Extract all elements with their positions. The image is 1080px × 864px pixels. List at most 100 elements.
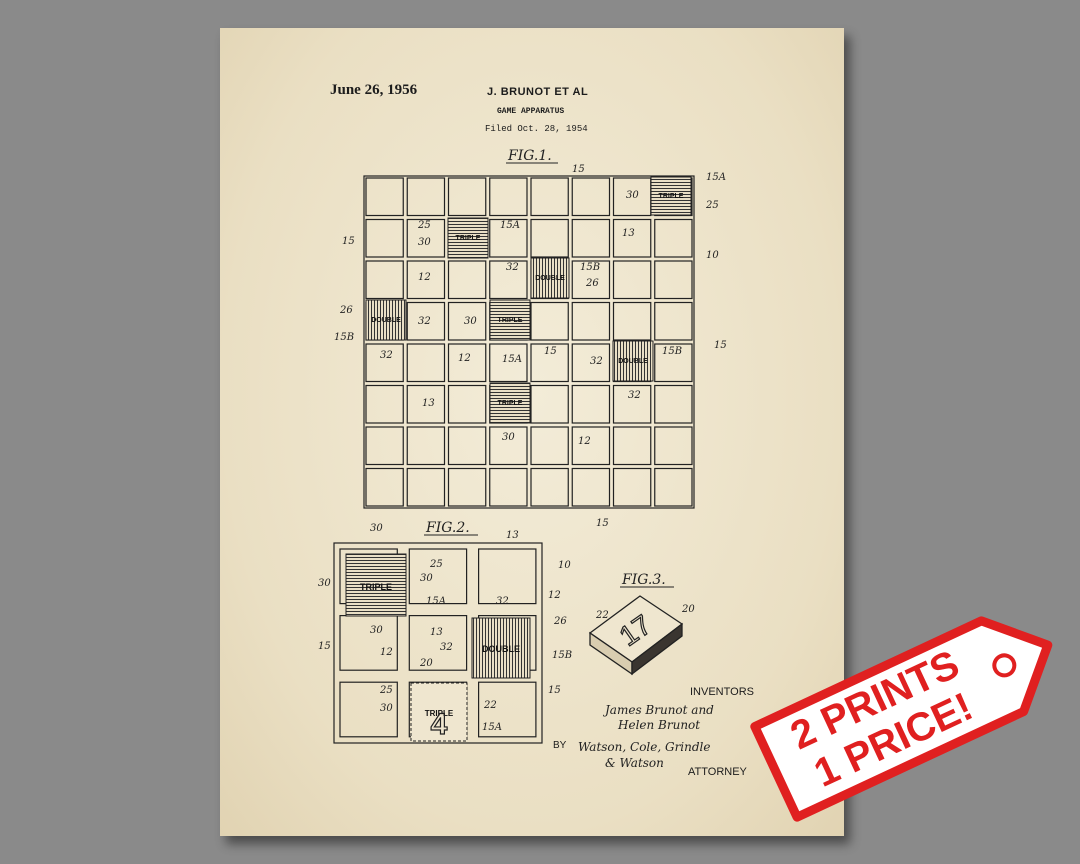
grid-cell xyxy=(447,301,487,341)
grid-cell xyxy=(530,384,569,424)
fig1-double-square-3 xyxy=(612,340,654,382)
ref-numeral: 32 xyxy=(590,356,603,367)
fig2-triple-square xyxy=(345,553,407,617)
grid-cell xyxy=(478,548,537,605)
grid-cell xyxy=(489,467,528,507)
ref-numeral: 30 xyxy=(370,523,383,534)
grid-cell xyxy=(447,260,487,300)
ref-numeral: 26 xyxy=(585,278,599,289)
ref-numeral: 32 xyxy=(506,262,519,273)
grid-cell xyxy=(365,260,404,300)
ref-numeral: 15 xyxy=(318,641,331,652)
ref-numeral: 30 xyxy=(318,578,331,589)
grid-cell xyxy=(489,260,528,300)
patent-title: GAME APPARATUS xyxy=(497,107,565,116)
ref-numeral: 15A xyxy=(482,722,502,733)
ref-numeral: 25 xyxy=(705,200,719,211)
grid-cell xyxy=(408,548,468,605)
grid-cell xyxy=(365,177,404,217)
ref-numeral: 15A xyxy=(502,354,522,365)
grid-cell xyxy=(530,177,569,217)
ref-numeral: 26 xyxy=(339,305,353,316)
grid-cell xyxy=(406,260,446,300)
ref-numeral: 26 xyxy=(553,616,567,627)
ref-numeral: 30 xyxy=(626,190,639,201)
grid-cell xyxy=(571,343,611,383)
grid-cell xyxy=(530,301,569,341)
fig2-tile xyxy=(410,682,468,742)
ref-numeral: 25 xyxy=(417,220,431,231)
ref-numeral: 32 xyxy=(418,316,431,327)
grid-cell xyxy=(571,218,611,258)
grid-cell xyxy=(406,218,446,258)
ref-numeral: 13 xyxy=(430,627,443,638)
fig1-sq-label-2: TRIPLE xyxy=(456,235,481,242)
grid-cell xyxy=(571,177,611,217)
patent-drawing: TRIPLE TRIPLE DOUBLE DOUBLE TRIPLE DOUBL… xyxy=(318,148,727,744)
fig1-triple-square-1 xyxy=(650,176,692,216)
grid-cell xyxy=(612,218,652,258)
ref-numeral: 15 xyxy=(342,236,355,247)
grid-cell xyxy=(654,260,693,300)
ref-numeral: 15A xyxy=(706,172,726,183)
ref-numeral: 13 xyxy=(622,228,635,239)
fig1-sq-label-1: TRIPLE xyxy=(659,193,684,200)
grid-cell xyxy=(571,467,611,507)
fig2-sq-label-2: DOUBLE xyxy=(482,644,520,654)
fig1-caption: FIG.1. xyxy=(507,148,552,164)
grid-cell xyxy=(654,384,693,424)
ref-numeral: 12 xyxy=(578,436,591,447)
ref-numeral: 22 xyxy=(595,610,609,621)
fig3-caption: FIG.3. xyxy=(621,572,666,588)
grid-cell xyxy=(406,343,446,383)
inventor-signature-2: Helen Brunot xyxy=(618,718,701,732)
patent-print: June 26, 1956 J. BRUNOT ET AL GAME APPAR… xyxy=(220,28,844,836)
fig2-sq-label-3: TRIPLE xyxy=(425,709,454,718)
grid-cell xyxy=(365,384,404,424)
ref-numeral: 12 xyxy=(548,590,561,601)
promo-tag-shape xyxy=(750,616,1053,822)
ref-numeral: 15B xyxy=(580,262,600,273)
grid-cell xyxy=(447,426,487,466)
grid-cell xyxy=(612,384,652,424)
ref-numeral: 15B xyxy=(552,650,572,661)
grid-cell xyxy=(489,218,528,258)
fig1-double-square-1 xyxy=(530,257,570,299)
ref-numeral: 30 xyxy=(418,237,431,248)
ref-numeral: 25 xyxy=(429,559,443,570)
ref-numeral: 15 xyxy=(544,346,557,357)
inventors-label: INVENTORS xyxy=(690,686,754,698)
ref-numeral: 32 xyxy=(440,642,453,653)
fig1-sq-label-6: DOUBLE xyxy=(618,358,648,365)
grid-cell xyxy=(530,218,569,258)
ref-numeral: 10 xyxy=(558,560,571,571)
patent-date: June 26, 1956 xyxy=(330,82,418,98)
ref-numeral: 25 xyxy=(379,685,393,696)
grid-cell xyxy=(654,467,693,507)
fig1-triple-square-4 xyxy=(489,382,531,424)
grid-cell xyxy=(406,177,446,217)
grid-cell xyxy=(408,614,468,671)
grid-cell xyxy=(406,467,446,507)
ref-numeral: 13 xyxy=(422,398,435,409)
grid-cell xyxy=(339,681,398,738)
ref-numeral: 12 xyxy=(418,272,431,283)
ref-numeral: 30 xyxy=(420,573,433,584)
ref-numeral: 12 xyxy=(380,647,393,658)
fig1-sq-label-4: DOUBLE xyxy=(371,317,401,324)
ref-numeral: 30 xyxy=(370,625,383,636)
grid-cell xyxy=(654,218,693,258)
fig1-sq-label-3: DOUBLE xyxy=(535,275,565,282)
fig3-tile xyxy=(588,595,684,676)
grid-cell xyxy=(447,177,487,217)
fig2-sq-label-1: TRIPLE xyxy=(360,582,392,592)
grid-cell xyxy=(654,301,693,341)
tag-hole-icon xyxy=(992,653,1017,678)
grid-cell xyxy=(489,177,528,217)
ref-numeral: 15 xyxy=(548,685,561,696)
ref-numeral: 15 xyxy=(596,518,609,529)
ref-numeral: 12 xyxy=(458,353,471,364)
by-label: BY xyxy=(553,740,567,751)
ref-numeral: 15A xyxy=(500,220,520,231)
fig1-triple-square-2 xyxy=(447,217,489,259)
